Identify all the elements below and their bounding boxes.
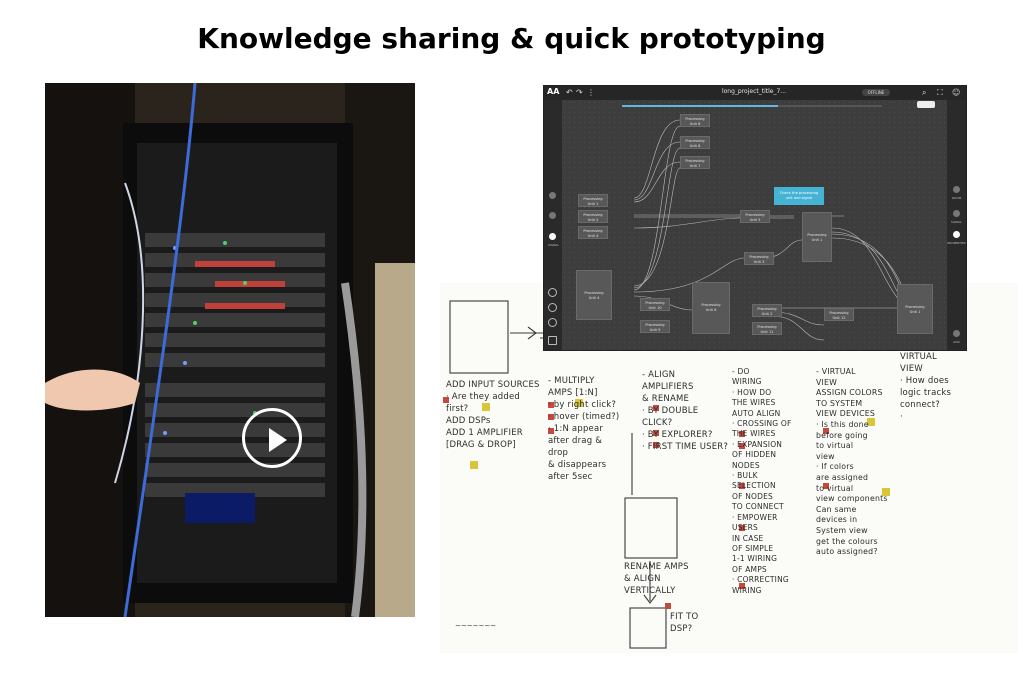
sidebar-label-zoom: ZOOM [951, 196, 962, 200]
processing-unit-node[interactable]: Processing Unit 3 [744, 252, 774, 265]
sidebar-item-signal[interactable] [549, 233, 556, 240]
app-screenshot: AA ↶ ↷ ⋮ long_project_title_7... OFFLINE… [543, 85, 967, 351]
slide-title: Knowledge sharing & quick prototyping [197, 22, 826, 55]
processing-unit-node[interactable]: Processing Unit 5 [740, 210, 770, 223]
processing-unit-node[interactable]: Processing Unit 1 [578, 194, 608, 207]
processing-unit-node[interactable]: Processing Unit 11 [752, 322, 782, 335]
right-sidebar: ZOOM SIGNAL PROPERTIES ADD [947, 100, 966, 350]
sketch-note-multiply-amps: - MULTIPLY AMPS [1:N] · by right click? … [548, 376, 620, 482]
sketch-note-align-amps: - ALIGN AMPLIFIERS & RENAME · BY DOUBLE … [642, 370, 729, 452]
add-button[interactable] [953, 330, 960, 337]
sidebar-label-signal: SIGNAL [547, 243, 560, 247]
left-sidebar: SIGNAL [544, 100, 562, 350]
search-icon[interactable]: ⌕ [922, 88, 927, 97]
project-title: long_project_title_7... [721, 88, 787, 95]
sketch-note-rename-amps: RENAME AMPS & ALIGN VERTICALLY [624, 562, 689, 596]
fullscreen-icon[interactable]: ⛶ [937, 88, 943, 97]
settings-icon[interactable] [548, 318, 557, 327]
processing-unit-node[interactable]: Processing Unit 1 [802, 212, 832, 262]
sketch-drawings: ~~~~~~~ [443, 300, 890, 649]
history-icon[interactable] [548, 288, 557, 297]
sketch-note-colors: - VIRTUAL VIEW ASSIGN COLORS TO SYSTEM V… [816, 367, 888, 557]
processing-unit-node[interactable]: Processing Unit 8 [680, 136, 710, 149]
node-canvas[interactable] [562, 100, 947, 350]
processing-unit-node[interactable]: Processing Unit 7 [680, 156, 710, 169]
canvas-progress-fill [622, 105, 778, 107]
zoom-button[interactable] [953, 186, 960, 193]
redo-icon[interactable]: ↷ [576, 88, 583, 97]
processing-unit-node[interactable]: Processing Unit 9 [640, 320, 670, 333]
app-logo: AA [547, 87, 560, 96]
undo-icon[interactable]: ↶ [566, 88, 573, 97]
app-toolbar: AA ↶ ↷ ⋮ long_project_title_7... OFFLINE… [544, 86, 966, 100]
processing-unit-node[interactable]: Processing Unit 12 [824, 308, 854, 321]
processing-unit-node[interactable]: Processing Unit 1 [897, 284, 933, 334]
svg-text:~~~~~~~: ~~~~~~~ [455, 622, 496, 630]
processing-unit-node[interactable]: Processing Unit 6 [692, 282, 730, 334]
sidebar-label-add: ADD [953, 340, 960, 344]
properties-button[interactable] [953, 231, 960, 238]
canvas-progress [622, 105, 882, 107]
processing-unit-node[interactable]: Processing Unit 2 [578, 210, 608, 223]
processing-unit-node[interactable]: Processing Unit 6 [680, 114, 710, 127]
sidebar-item-1[interactable] [549, 192, 556, 199]
keyboard-icon[interactable] [548, 336, 557, 345]
server-rack-video-frame [45, 83, 415, 617]
more-icon[interactable]: ⋮ [587, 88, 595, 97]
play-icon [269, 428, 287, 452]
sidebar-label-signal: SIGNAL [950, 220, 963, 224]
sketch-note-add-inputs: ADD INPUT SOURCES · Are they added first… [446, 380, 540, 450]
tooltip-callout: Check the processing unit and signal [774, 187, 824, 205]
sketch-note-virtual-view: VIRTUAL VIEW · How does logic tracks con… [900, 352, 952, 422]
video-player[interactable] [45, 83, 415, 617]
help-icon[interactable] [548, 303, 557, 312]
processing-unit-node[interactable]: Processing Unit 2 [752, 304, 782, 317]
sidebar-item-2[interactable] [549, 212, 556, 219]
processing-unit-node[interactable]: Processing Unit 10 [640, 298, 670, 311]
processing-unit-node[interactable]: Processing Unit 4 [576, 270, 612, 320]
sketch-note-wiring: - DO WIRING · HOW DO THE WIRES AUTO ALIG… [732, 367, 792, 595]
sidebar-label-properties: PROPERTIES [947, 241, 966, 245]
play-button[interactable] [242, 408, 302, 468]
signal-button[interactable] [953, 210, 960, 217]
user-icon[interactable]: ☺ [952, 88, 961, 97]
sketch-note-fit-to-dsp: FIT TO DSP? [670, 612, 699, 634]
share-button[interactable] [917, 101, 935, 108]
status-badge: OFFLINE [862, 89, 890, 96]
processing-unit-node[interactable]: Processing Unit 4 [578, 226, 608, 239]
